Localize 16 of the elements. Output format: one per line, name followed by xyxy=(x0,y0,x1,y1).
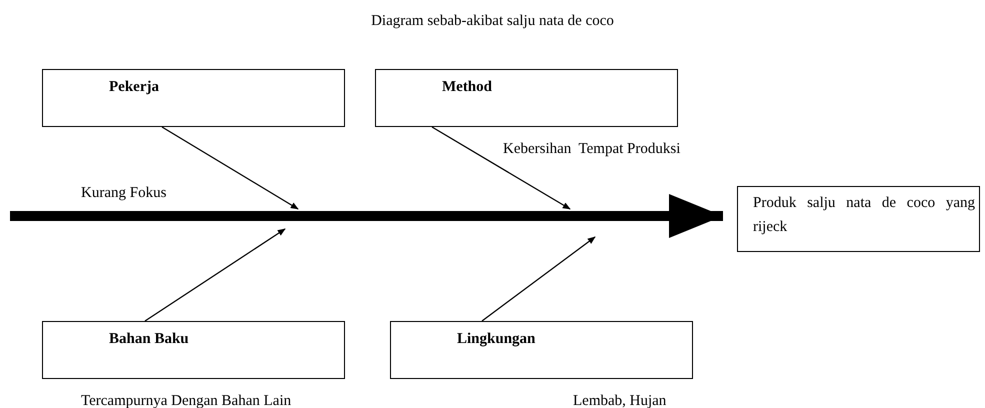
cause-label: Tercampurnya Dengan Bahan Lain xyxy=(81,392,292,408)
cause-label: Lembab, Hujan xyxy=(573,392,666,408)
cause-label: Kebersihan Tempat Produksi xyxy=(503,140,680,159)
category-heading: Lingkungan xyxy=(457,330,536,349)
arrow xyxy=(144,228,286,322)
diagram-title: Diagram sebab-akibat salju nata de coco xyxy=(370,12,615,31)
spine-arrow xyxy=(10,194,723,238)
category-heading: Pekerja xyxy=(109,78,159,97)
arrow xyxy=(432,126,571,210)
cause-label: Kurang Fokus xyxy=(81,184,166,203)
effect-box xyxy=(737,186,980,252)
effect-text: Produk salju nata de coco yang rijeck xyxy=(753,194,975,237)
arrow xyxy=(162,126,299,210)
category-heading: Method xyxy=(442,78,492,97)
category-heading: Bahan Baku xyxy=(109,330,189,349)
arrow xyxy=(482,236,596,322)
